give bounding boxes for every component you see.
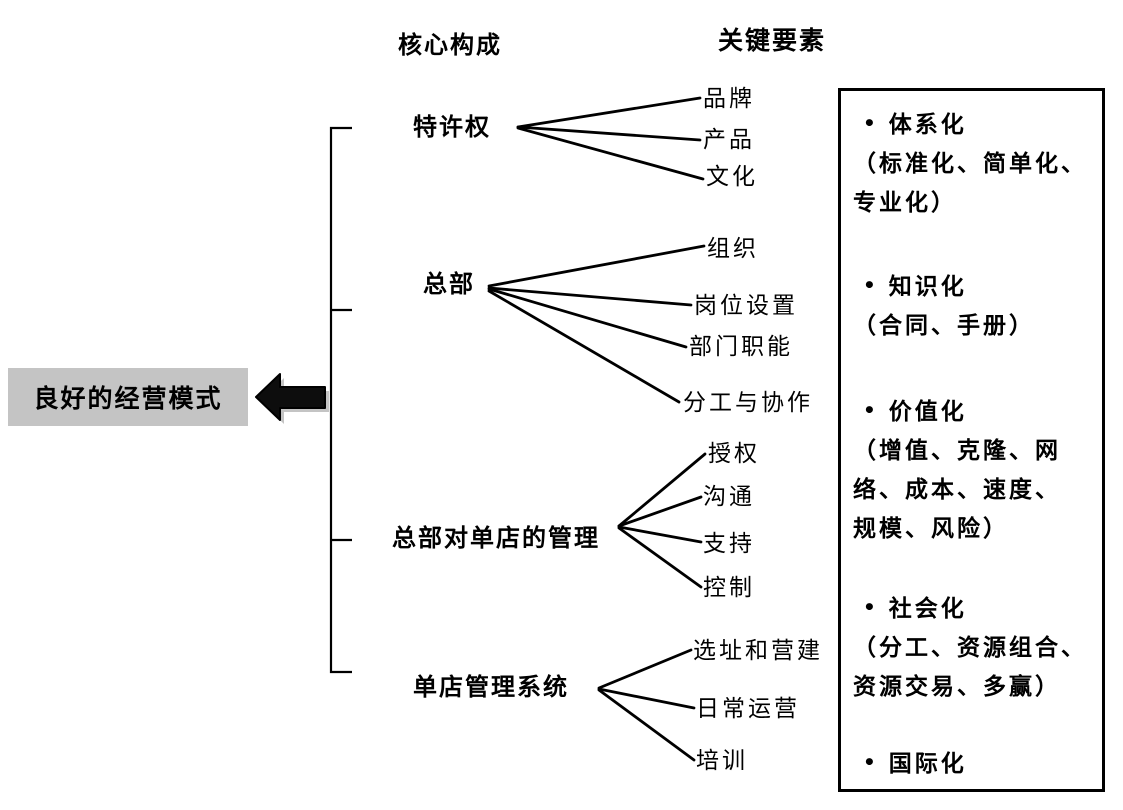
key-elements-box: •体系化 （标准化、简单化、 专业化） •知识化 （合同、手册） •价值化 （增… xyxy=(838,88,1105,792)
bullet-icon: • xyxy=(863,111,879,135)
result-box-label: 良好的经营模式 xyxy=(33,384,223,413)
leaf-division-coop: 分工与协作 xyxy=(683,390,813,416)
bullet-icon: • xyxy=(863,398,879,422)
leaf-site-construction: 选址和营建 xyxy=(693,638,823,664)
bracket-line xyxy=(329,126,352,674)
branch-headquarters: 总部 xyxy=(423,269,475,298)
bullet-icon: • xyxy=(863,750,879,774)
leaf-authorization: 授权 xyxy=(708,441,760,467)
bullet-icon: • xyxy=(863,595,879,619)
leaf-training: 培训 xyxy=(696,748,748,774)
key-item-value: •价值化 （增值、克隆、网 络、成本、速度、 规模、风险） xyxy=(841,391,1102,548)
leaf-brand: 品牌 xyxy=(703,86,755,112)
bullet-icon: • xyxy=(863,273,879,297)
branch-lines xyxy=(487,96,707,762)
header-core-composition: 核心构成 xyxy=(398,30,502,59)
leaf-positions: 岗位设置 xyxy=(694,293,798,319)
leaf-support: 支持 xyxy=(703,531,755,557)
left-arrow-icon xyxy=(255,373,329,424)
branch-hq-store-management: 总部对单店的管理 xyxy=(392,523,600,552)
leaf-product: 产品 xyxy=(703,127,755,153)
leaf-daily-operations: 日常运营 xyxy=(696,696,800,722)
header-key-elements: 关键要素 xyxy=(718,26,827,55)
key-item-systematization: •体系化 （标准化、简单化、 专业化） xyxy=(841,104,1102,222)
key-item-internationalization: •国际化 xyxy=(841,743,1102,783)
result-box: 良好的经营模式 xyxy=(8,368,248,426)
branch-franchise: 特许权 xyxy=(413,112,491,141)
leaf-organization: 组织 xyxy=(707,236,759,262)
key-item-knowledge: •知识化 （合同、手册） xyxy=(841,266,1102,345)
leaf-communication: 沟通 xyxy=(703,484,755,510)
key-item-socialization: •社会化 （分工、资源组合、 资源交易、多赢） xyxy=(841,588,1102,706)
leaf-culture: 文化 xyxy=(706,164,758,190)
branch-store-system: 单店管理系统 xyxy=(413,672,569,701)
leaf-control: 控制 xyxy=(703,575,755,601)
leaf-dept-functions: 部门职能 xyxy=(689,334,793,360)
